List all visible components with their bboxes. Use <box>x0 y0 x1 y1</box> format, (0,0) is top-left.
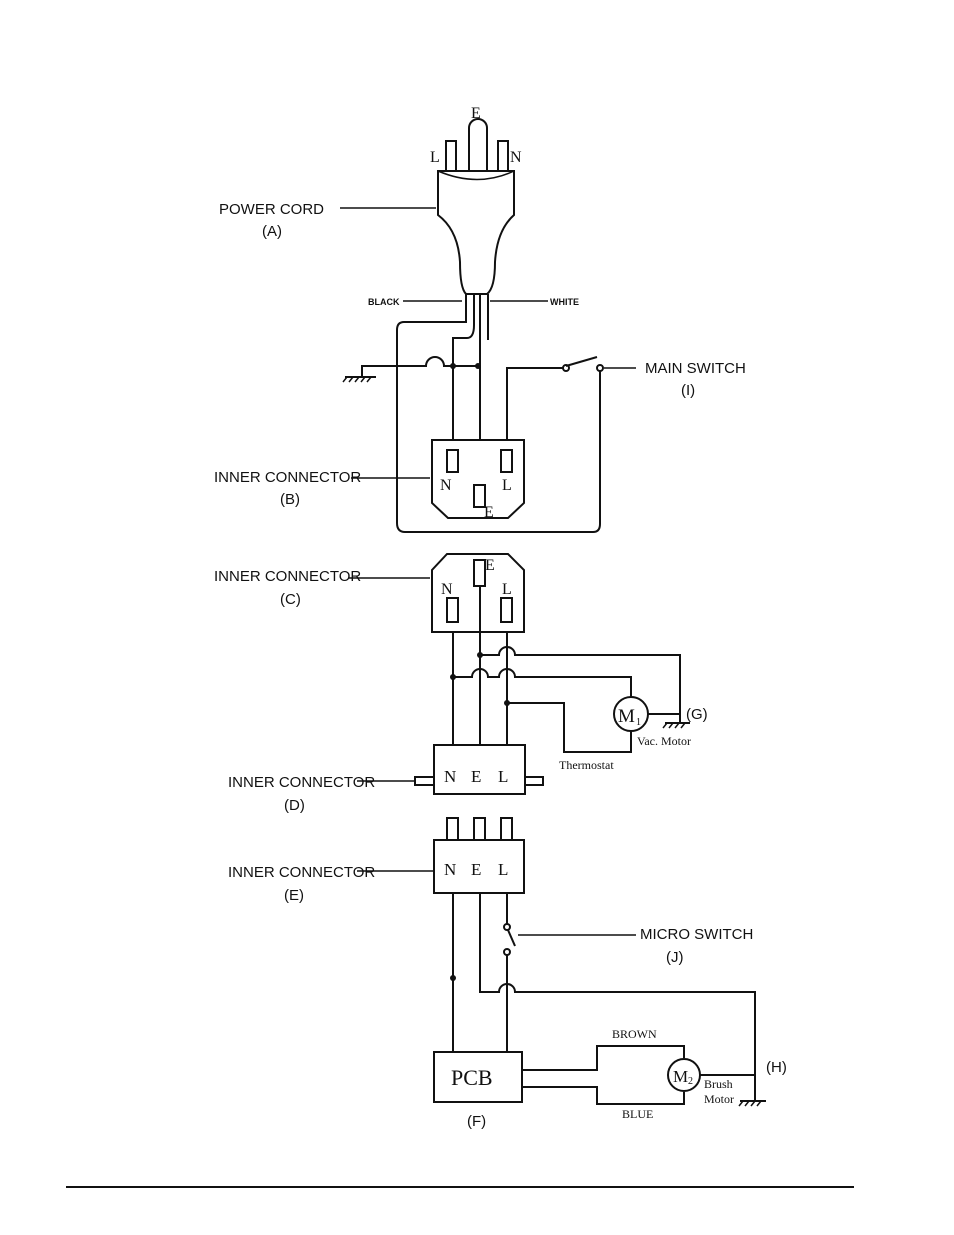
connector-d-id: (D) <box>284 797 305 814</box>
connector-c-l: L <box>502 581 512 598</box>
power-cord-plug <box>438 119 514 294</box>
connector-c-n: N <box>441 581 453 598</box>
footer-rule <box>66 1186 854 1188</box>
connector-d-n: N <box>444 767 456 786</box>
connector-c-id: (C) <box>280 591 301 608</box>
micro-switch-id: (J) <box>666 949 684 966</box>
connector-b-label: INNER CONNECTOR <box>214 469 361 486</box>
plug-pin-n-label: N <box>510 149 522 166</box>
micro-switch-label: MICRO SWITCH <box>640 926 753 943</box>
inner-connector-e <box>434 818 524 893</box>
connector-d-l: L <box>498 767 508 786</box>
connector-e-e: E <box>471 860 481 879</box>
plug-pin-e-label: E <box>471 105 481 122</box>
connector-e-id: (E) <box>284 887 304 904</box>
vac-motor-id: (G) <box>686 706 708 723</box>
blue-wire-label: BLUE <box>622 1107 653 1121</box>
power-cord-id: (A) <box>262 223 282 240</box>
pcb-label: PCB <box>451 1065 493 1090</box>
connector-e-l: L <box>498 860 508 879</box>
connector-c-label: INNER CONNECTOR <box>214 568 361 585</box>
pcb-id: (F) <box>467 1113 486 1130</box>
connector-c-e: E <box>485 557 495 574</box>
connector-d-label: INNER CONNECTOR <box>228 774 375 791</box>
connector-b-id: (B) <box>280 491 300 508</box>
ground-wire <box>343 357 481 382</box>
connector-e-n: N <box>444 860 456 879</box>
thermostat-label: Thermostat <box>559 758 614 772</box>
brush-motor-symbol: M <box>673 1067 688 1086</box>
brush-motor-subscript: 2 <box>688 1076 693 1087</box>
main-switch-label: MAIN SWITCH <box>645 360 746 377</box>
brush-motor-caption-2: Motor <box>704 1092 734 1106</box>
connector-e-label: INNER CONNECTOR <box>228 864 375 881</box>
vac-motor-subscript: 1 <box>636 717 641 728</box>
connector-d-e: E <box>471 767 481 786</box>
main-switch <box>507 357 603 452</box>
brown-wire-label: BROWN <box>612 1027 657 1041</box>
brush-motor-caption-1: Brush <box>704 1077 733 1091</box>
vac-motor-caption: Vac. Motor <box>637 734 691 748</box>
connector-b-e: E <box>484 504 494 521</box>
brush-motor-id: (H) <box>766 1059 787 1076</box>
connector-b-l: L <box>502 477 512 494</box>
connector-b-n: N <box>440 477 452 494</box>
white-wire-label: WHITE <box>550 297 579 307</box>
power-cord-label: POWER CORD <box>219 201 324 218</box>
vac-motor-symbol: M <box>618 706 635 727</box>
black-wire-label: BLACK <box>368 297 400 307</box>
main-switch-id: (I) <box>681 382 695 399</box>
plug-pin-l-label: L <box>430 149 440 166</box>
